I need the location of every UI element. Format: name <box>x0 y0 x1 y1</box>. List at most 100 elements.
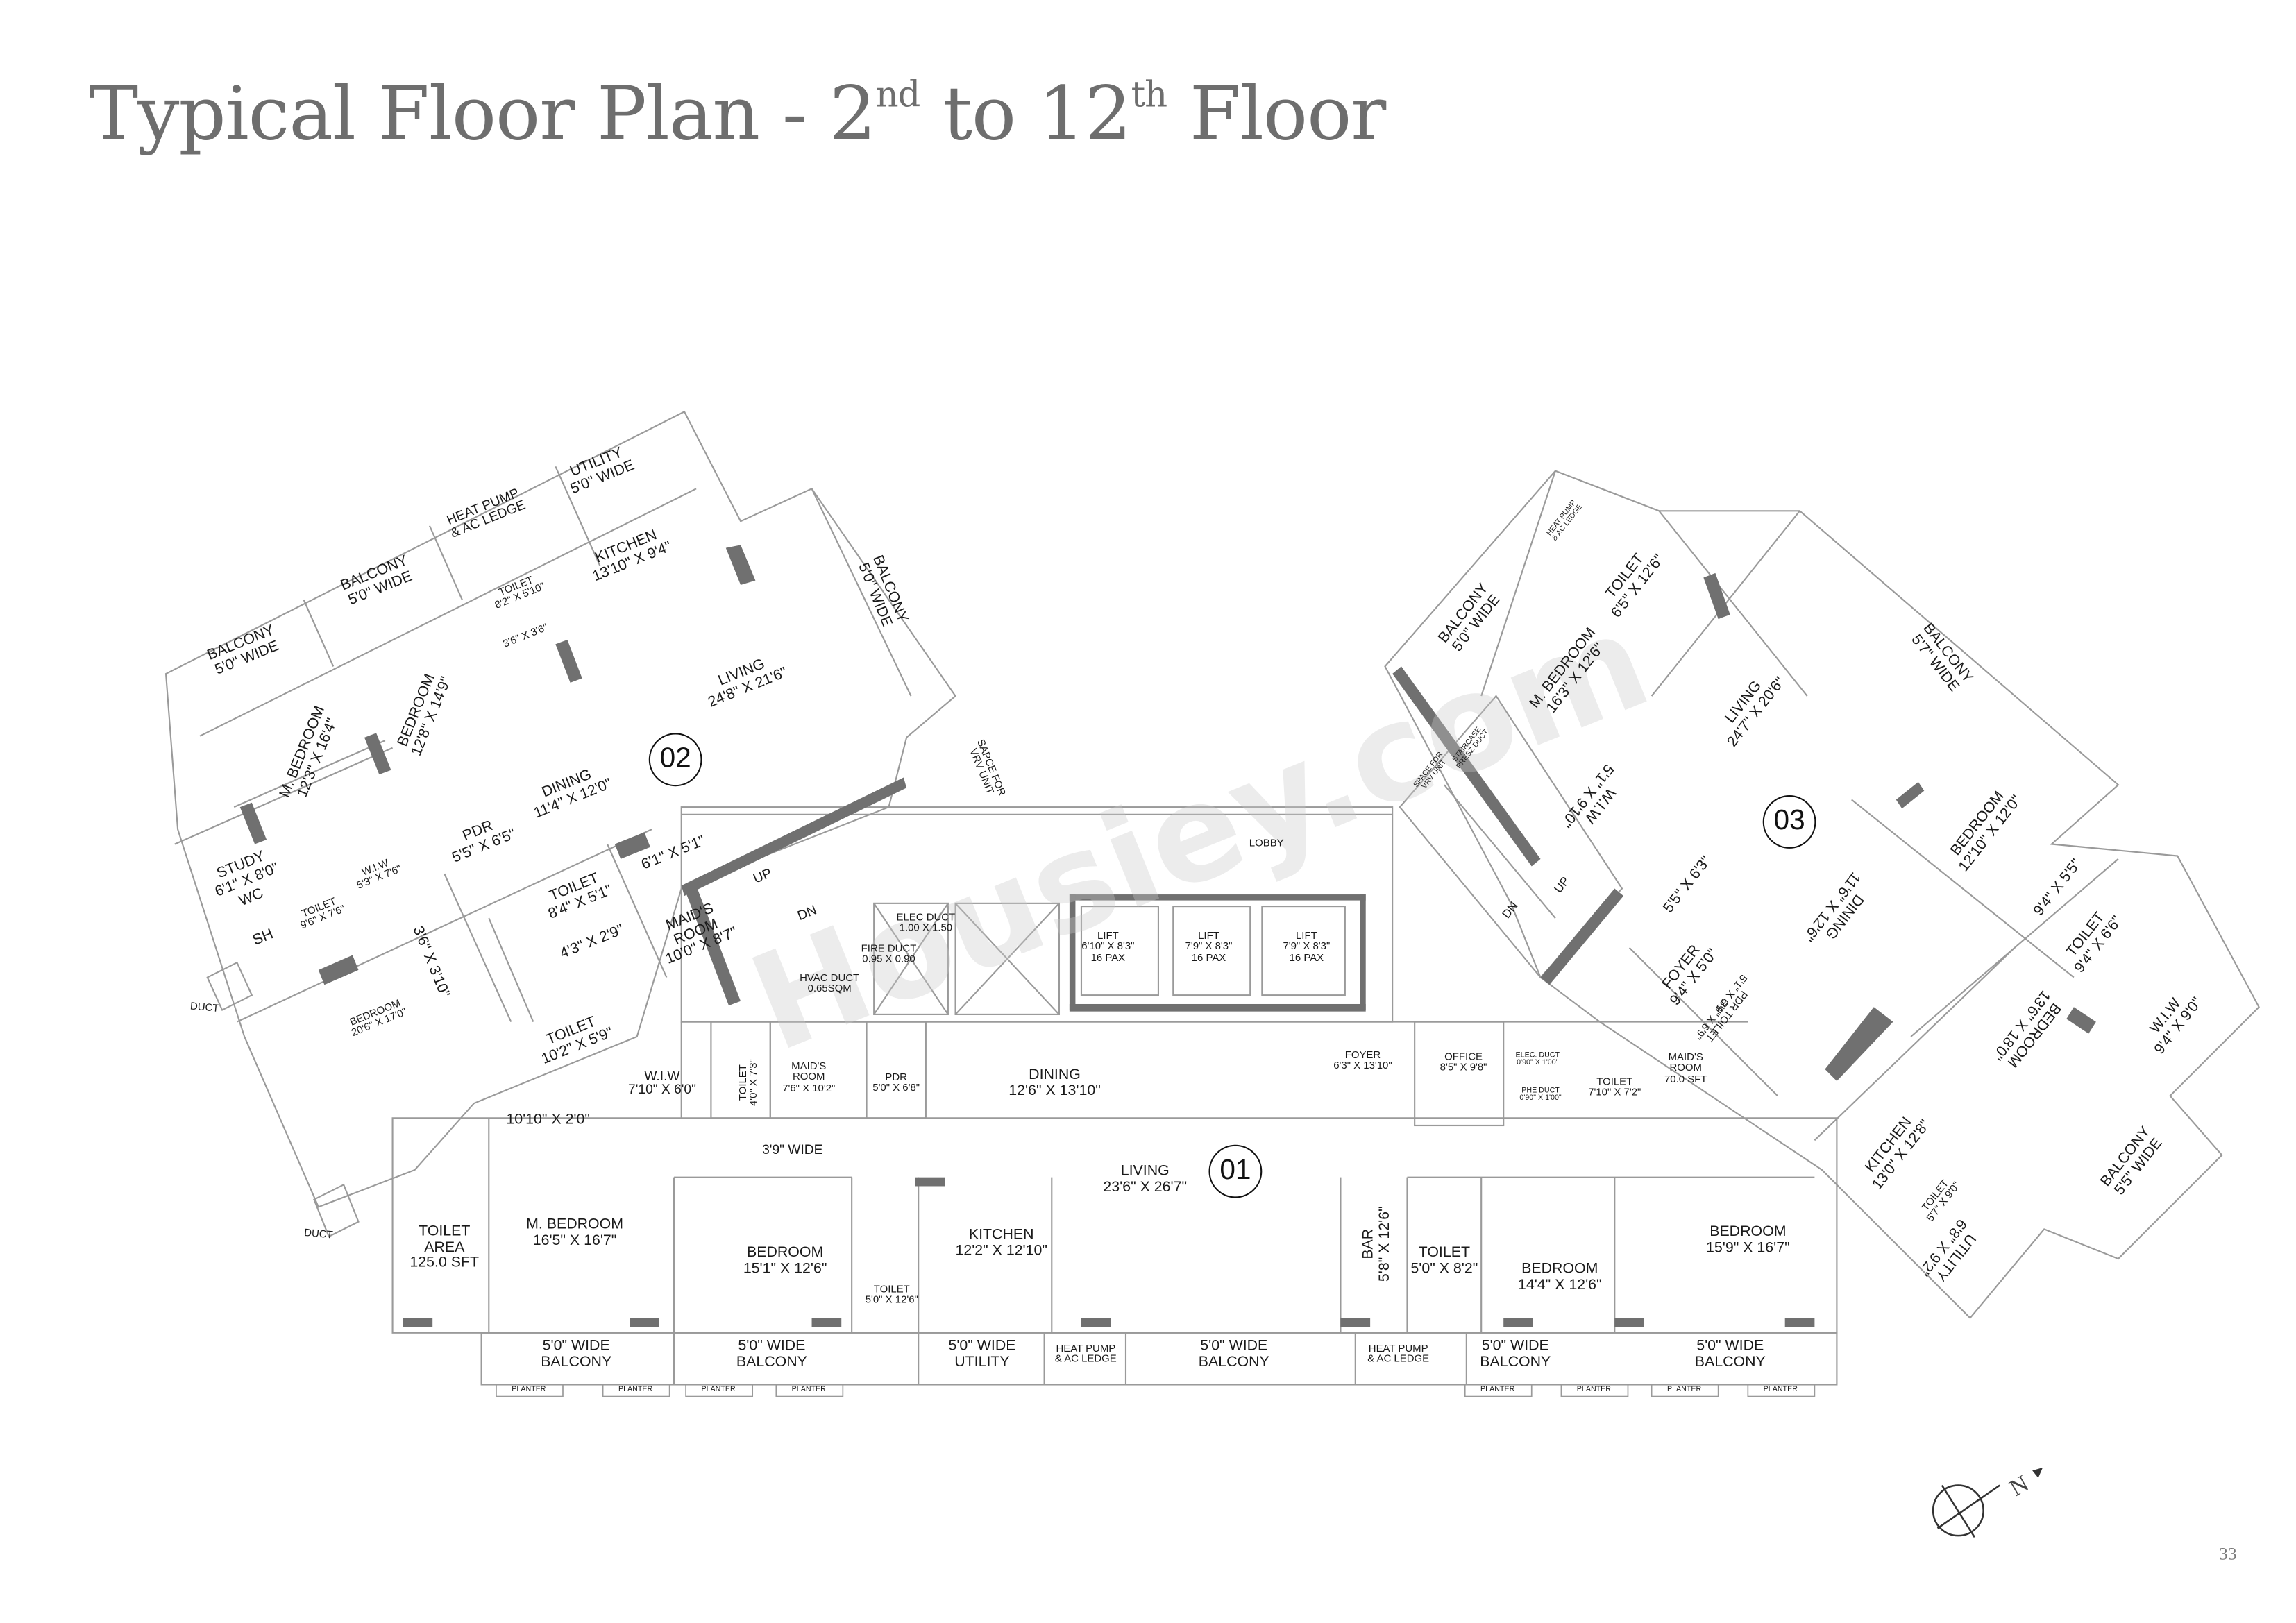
room-label-line: 0'90" X 1'00" <box>1519 1094 1562 1103</box>
planter-box <box>1560 1384 1629 1397</box>
structural-columns <box>239 545 2096 1327</box>
column <box>2066 1007 2096 1034</box>
wall <box>1069 894 1366 901</box>
room-label-line: BALCONY <box>1694 1353 1766 1370</box>
wall-line <box>237 829 652 1023</box>
room-label-line: FOYER <box>1344 1051 1381 1062</box>
planter-box <box>1464 1384 1533 1397</box>
room-label-line: 125.0 SFT <box>410 1255 480 1271</box>
page-title: Typical Floor Plan - 2nd to 12th Floor <box>89 71 1386 158</box>
wall-line <box>607 844 668 978</box>
staircase <box>1399 695 1623 979</box>
room-label-line: BALCONY <box>541 1353 612 1370</box>
room-label-line: 7'10" X 6'0" <box>628 1082 696 1098</box>
room-label-line: 5'0" WIDE <box>1200 1338 1268 1354</box>
room-label-line: HVAC DUCT <box>800 974 860 985</box>
column <box>1825 1007 1893 1081</box>
room-label-line: 23'6" X 26'7" <box>1103 1178 1188 1196</box>
room-label-line: TOILET <box>738 1064 750 1101</box>
room-label-line: PHE DUCT <box>1521 1086 1560 1096</box>
duct <box>313 1183 360 1238</box>
room-label-line: 5'0" WIDE <box>542 1338 610 1354</box>
planter-box <box>1747 1384 1816 1397</box>
balcony-strip <box>480 1332 1838 1386</box>
room-label-line: HEAT PUMP <box>1056 1344 1116 1355</box>
room-label-line: & AC LEDGE <box>1367 1354 1430 1366</box>
room-label-line: & AC LEDGE <box>1054 1354 1117 1366</box>
room-label-line: LIFT <box>1097 931 1119 942</box>
room-label-line: TOILET <box>419 1223 471 1240</box>
wall-line <box>555 466 601 566</box>
page-number: 33 <box>2219 1543 2237 1564</box>
room-label-line: 12'2" X 12'10" <box>955 1242 1047 1259</box>
column <box>630 1318 659 1327</box>
column <box>811 1318 842 1327</box>
compass-label: N <box>2005 1471 2033 1502</box>
room-label-line: ROOM <box>793 1072 825 1083</box>
room-label-line: 4'0" X 7'3" <box>749 1059 760 1107</box>
room-label-line: TOILET <box>1418 1244 1471 1261</box>
room-label-lobby: LOBBY <box>1249 839 1284 850</box>
column <box>1614 1318 1644 1327</box>
room-label-planter: PLANTER <box>1764 1386 1798 1394</box>
title-text: to 12 <box>920 71 1132 158</box>
room-label-line: PLANTER <box>1480 1385 1515 1395</box>
room-label-line: PLANTER <box>1666 1385 1702 1395</box>
lift-car <box>1172 906 1251 996</box>
room-label-line: 6'3" X 13'10" <box>1333 1062 1392 1073</box>
planter-box <box>496 1384 564 1397</box>
room-label-line: 7'10" X 7'2" <box>1588 1088 1641 1099</box>
wall-line <box>811 488 912 697</box>
room-label-planter: PLANTER <box>1577 1386 1611 1394</box>
room-label-line: BALCONY <box>1198 1353 1269 1370</box>
room-label-line: LIFT <box>1198 931 1219 942</box>
room-label-line: PLANTER <box>1576 1385 1611 1395</box>
room-label-line: BEDROOM <box>1710 1223 1787 1241</box>
room-label-line: 15'1" X 12'6" <box>743 1260 827 1277</box>
room-label-line: LOBBY <box>1249 838 1284 849</box>
pdr-outline <box>866 1021 927 1119</box>
room-label-line: UTILITY <box>954 1353 1010 1370</box>
room-label-line: BEDROOM <box>746 1244 824 1261</box>
room-label-line: 8'5" X 9'8" <box>1440 1063 1487 1074</box>
wall-line <box>199 488 697 737</box>
wall <box>1069 894 1076 1010</box>
room-label-heat-pump: HEAT PUMP& AC LEDGE <box>1055 1344 1117 1366</box>
column <box>403 1318 433 1327</box>
room-label-planter: PLANTER <box>1480 1386 1514 1394</box>
column <box>555 639 582 683</box>
wall-line <box>488 917 534 1023</box>
planter-box <box>1651 1384 1719 1397</box>
room-label-planter: PLANTER <box>792 1386 826 1394</box>
room-label-line: PDR <box>885 1073 907 1084</box>
wall-line <box>233 740 386 808</box>
room-label-line: 5'0" WIDE <box>738 1338 806 1354</box>
wall <box>1540 888 1624 985</box>
room-label-heat-pump: HEAT PUMP& AC LEDGE <box>1367 1344 1429 1366</box>
duct-cross <box>873 903 949 1015</box>
room-label-line: MAID'S <box>791 1062 827 1073</box>
room-label-line: 5'0" X 12'6" <box>865 1295 918 1307</box>
room-label-line: 1.00 X 1.50 <box>899 924 953 935</box>
wall-line <box>444 873 512 1023</box>
wall-line <box>174 747 393 845</box>
duct <box>206 961 253 1011</box>
